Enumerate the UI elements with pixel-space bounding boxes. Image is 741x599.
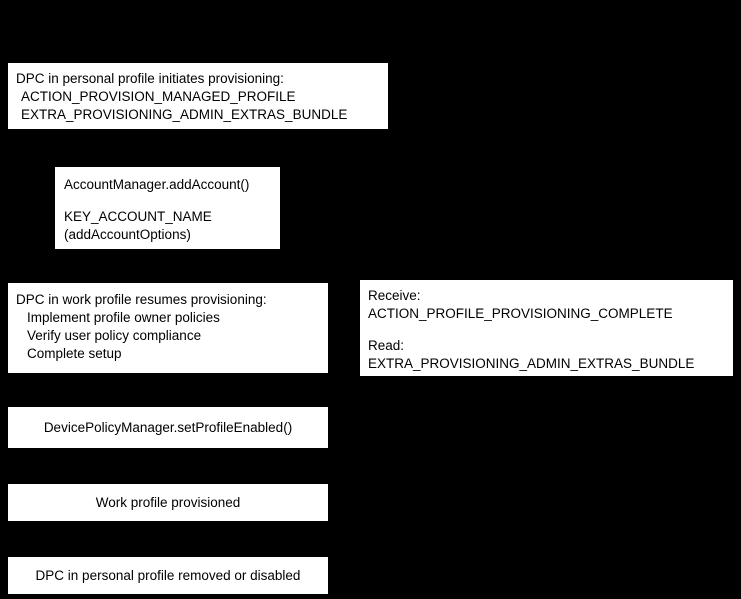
work-profile-provisioned-box: Work profile provisioned xyxy=(8,484,328,521)
receive-complete-box: Receive: ACTION_PROFILE_PROVISIONING_COM… xyxy=(360,280,733,376)
dpc-removed-box: DPC in personal profile removed or disab… xyxy=(8,557,328,594)
resume-step-3: Complete setup xyxy=(27,346,122,361)
read-extra-constant: EXTRA_PROVISIONING_ADMIN_EXTRAS_BUNDLE xyxy=(368,356,695,371)
provision-extra-constant: EXTRA_PROVISIONING_ADMIN_EXTRAS_BUNDLE xyxy=(21,107,348,122)
dpc-removed-label: DPC in personal profile removed or disab… xyxy=(35,567,301,583)
receive-action-constant: ACTION_PROFILE_PROVISIONING_COMPLETE xyxy=(368,306,673,321)
initiate-provisioning-title: DPC in personal profile initiates provis… xyxy=(16,71,284,86)
initiate-provisioning-box: DPC in personal profile initiates provis… xyxy=(8,63,388,129)
provision-action-constant: ACTION_PROVISION_MANAGED_PROFILE xyxy=(21,89,296,104)
read-label: Read: xyxy=(368,338,405,353)
add-account-options: (addAccountOptions) xyxy=(64,227,191,242)
work-profile-provisioned-label: Work profile provisioned xyxy=(95,494,241,510)
set-profile-enabled-box: DevicePolicyManager.setProfileEnabled() xyxy=(8,407,328,448)
resume-step-1: Implement profile owner policies xyxy=(27,310,220,325)
add-account-method: AccountManager.addAccount() xyxy=(64,177,250,192)
resume-step-2: Verify user policy compliance xyxy=(27,328,202,343)
resume-provisioning-box: DPC in work profile resumes provisioning… xyxy=(8,283,328,373)
account-name-key: KEY_ACCOUNT_NAME xyxy=(64,209,212,224)
resume-provisioning-title: DPC in work profile resumes provisioning… xyxy=(16,292,267,307)
add-account-box: AccountManager.addAccount() KEY_ACCOUNT_… xyxy=(55,167,280,249)
receive-label: Receive: xyxy=(368,288,421,303)
set-profile-enabled-label: DevicePolicyManager.setProfileEnabled() xyxy=(43,419,293,435)
